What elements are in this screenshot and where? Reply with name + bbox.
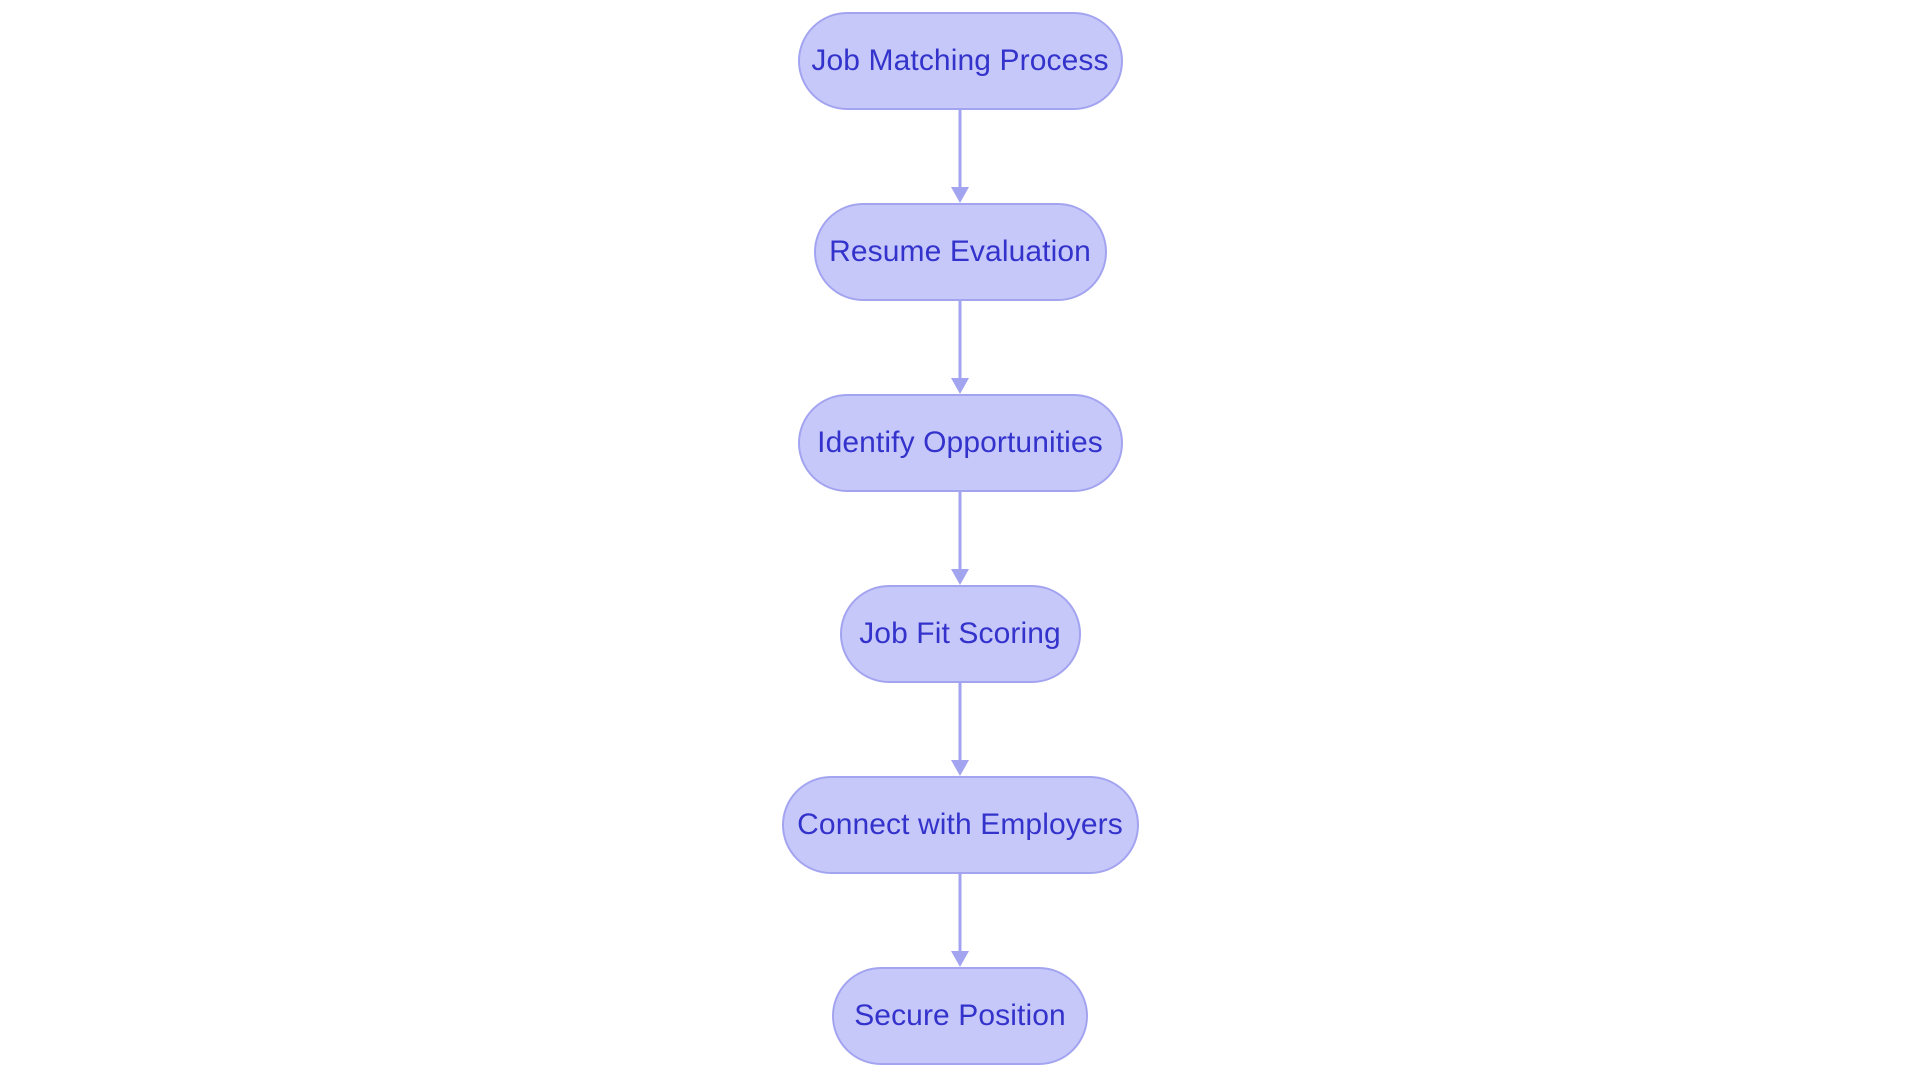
flow-node-label: Identify Opportunities: [817, 426, 1103, 459]
flow-node-label: Secure Position: [854, 999, 1066, 1032]
flow-connector-5: [948, 874, 972, 967]
flow-node-connect-with-employers[interactable]: Connect with Employers: [781, 776, 1139, 874]
flow-node-label: Job Matching Process: [811, 44, 1109, 77]
flow-node-label: Connect with Employers: [797, 808, 1123, 841]
flow-connector-2: [948, 301, 972, 394]
flow-node-identify-opportunities[interactable]: Identify Opportunities: [797, 394, 1123, 492]
flow-connector-4: [948, 683, 972, 776]
arrow-down-icon: [951, 951, 969, 967]
flow-node-secure-position[interactable]: Secure Position: [832, 967, 1088, 1065]
flow-connector-3: [948, 492, 972, 585]
arrow-down-icon: [951, 760, 969, 776]
arrow-down-icon: [951, 187, 969, 203]
flow-node-resume-evaluation[interactable]: Resume Evaluation: [813, 203, 1107, 301]
arrow-down-icon: [951, 378, 969, 394]
flow-node-label: Resume Evaluation: [829, 235, 1091, 268]
arrow-down-icon: [951, 569, 969, 585]
flow-node-job-matching-process[interactable]: Job Matching Process: [797, 12, 1123, 110]
flow-connector-1: [948, 110, 972, 203]
flow-node-job-fit-scoring[interactable]: Job Fit Scoring: [839, 585, 1081, 683]
flow-node-label: Job Fit Scoring: [859, 617, 1061, 650]
